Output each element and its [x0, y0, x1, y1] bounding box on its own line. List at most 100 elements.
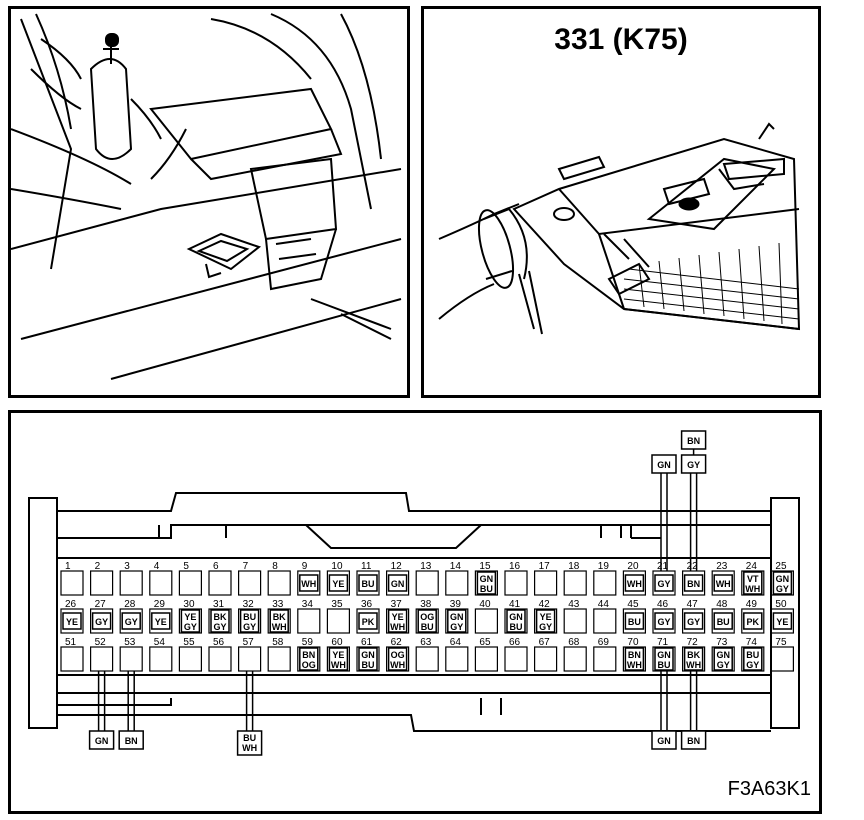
pin-number: 46 — [657, 599, 669, 610]
pin-number: 10 — [331, 561, 343, 572]
wire-color-code: GY — [213, 622, 226, 632]
pin-cavity — [563, 646, 587, 672]
wire-color-box — [121, 612, 141, 630]
wire-color-code: BN — [687, 436, 700, 446]
pin-number: 14 — [450, 561, 462, 572]
pin-number: 42 — [539, 599, 551, 610]
wire-color-code: BU — [717, 617, 730, 627]
pin-number: 3 — [124, 561, 130, 572]
wire-color-code: BU — [628, 617, 641, 627]
pin-cavity — [60, 570, 84, 596]
wire-color-box — [62, 612, 82, 630]
pin-number: 29 — [154, 599, 166, 610]
wire-color-box — [535, 609, 556, 633]
wire-color-box — [506, 609, 526, 633]
wire-color-code: GY — [125, 617, 138, 627]
wire-color-code: GN — [657, 736, 671, 746]
pin-number: 11 — [361, 561, 372, 572]
external-wire-label-box — [680, 430, 707, 450]
wire-color-box — [654, 647, 674, 671]
pin-4: 4 — [149, 561, 173, 596]
external-wire-label-box — [651, 454, 677, 474]
pin-cavity — [119, 570, 143, 596]
pin-cavity — [297, 608, 321, 634]
pin-63: 63 — [415, 637, 439, 672]
external-wire-label: BN — [680, 730, 707, 750]
vehicle-interior-illustration — [11, 13, 402, 380]
wire-color-box — [447, 609, 467, 633]
pin-number: 17 — [539, 561, 551, 572]
pin-40: 40 — [474, 599, 498, 634]
pin-cavity — [60, 646, 84, 672]
pin-number: 9 — [302, 561, 308, 572]
wire-color-box — [743, 612, 763, 630]
pin-cavity — [563, 608, 587, 634]
wire-color-box — [328, 574, 349, 592]
wire-color-code: GY — [184, 622, 197, 632]
wire-color-box — [180, 609, 201, 633]
pin-number: 54 — [154, 637, 166, 648]
wire-color-code: BU — [510, 622, 523, 632]
wire-color-code: VT — [747, 574, 759, 584]
wire-color-code: WH — [686, 660, 701, 670]
pin-43: 43 — [563, 599, 587, 634]
pin-number: 25 — [775, 561, 787, 572]
wire-color-code: WH — [716, 579, 731, 589]
pin-number: 5 — [183, 561, 189, 572]
pin-cavity — [770, 646, 795, 672]
pin-cavity — [326, 608, 350, 634]
pin-cavity — [533, 570, 558, 596]
pin-cavity — [474, 608, 498, 634]
wire-color-code: BN — [687, 579, 700, 589]
location-illustration-panel — [8, 6, 410, 398]
pin-cavity — [593, 608, 617, 634]
pin-cavity — [178, 570, 202, 596]
wire-color-code: WH — [242, 743, 257, 753]
wire-color-box — [772, 612, 793, 630]
wire-color-code: BN — [125, 736, 138, 746]
pin-51: 51 — [60, 637, 84, 672]
wire-color-code: GN — [361, 650, 375, 660]
wire-color-code: GY — [95, 617, 108, 627]
pin-cavity — [474, 646, 498, 672]
pin-number: 4 — [154, 561, 160, 572]
wire-color-code: GN — [657, 460, 671, 470]
wire-color-box — [683, 647, 704, 671]
pin-5: 5 — [178, 561, 202, 596]
pin-number: 59 — [302, 637, 314, 648]
pin-number: 28 — [124, 599, 136, 610]
pin-number: 49 — [746, 599, 758, 610]
wire-color-box — [358, 647, 378, 671]
pin-cavity — [593, 646, 617, 672]
pin-cavity — [208, 570, 232, 596]
pin-number: 70 — [627, 637, 639, 648]
external-wire-label-box — [236, 730, 263, 756]
pin-number: 66 — [509, 637, 521, 648]
wire-color-code: BU — [746, 650, 759, 660]
wire-color-box — [654, 574, 674, 592]
pin-number: 67 — [539, 637, 551, 648]
wire-color-box — [772, 571, 793, 595]
pin-number: 23 — [716, 561, 728, 572]
pin-number: 36 — [361, 599, 373, 610]
pin-number: 65 — [479, 637, 491, 648]
wire-color-box — [269, 609, 289, 633]
pin-number: 7 — [243, 561, 249, 572]
pin-cavity — [149, 570, 173, 596]
pin-number: 6 — [213, 561, 219, 572]
wire-color-box — [387, 609, 408, 633]
pin-2: 2 — [89, 561, 114, 596]
wire-color-box — [299, 647, 319, 671]
